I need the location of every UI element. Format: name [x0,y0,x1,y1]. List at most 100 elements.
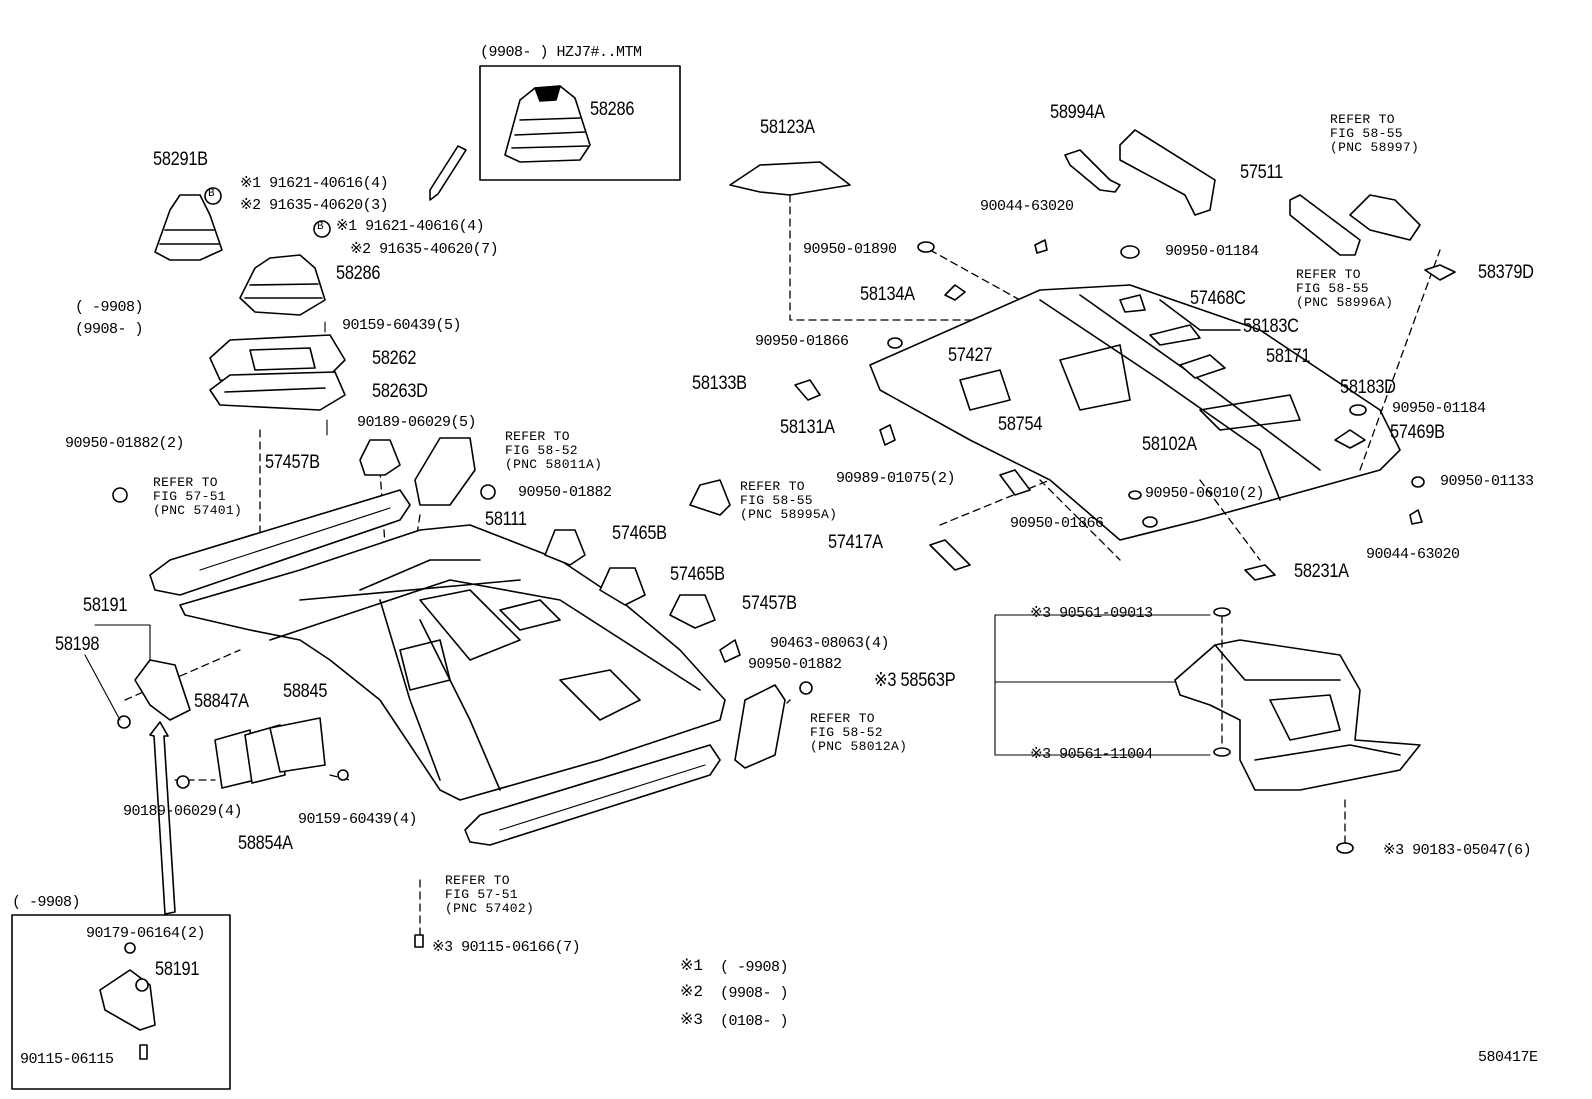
label-90159-top[interactable]: 90159-60439(5) [342,317,462,334]
label-90561-11004[interactable]: ※3 90561-11004 [1030,746,1153,763]
label-58133B[interactable]: 58133B [692,373,747,394]
label-58191-inset[interactable]: 58191 [155,959,200,980]
label-58854A[interactable]: 58854A [238,833,293,854]
label-58231A[interactable]: 58231A [1294,561,1349,582]
label-58102A[interactable]: 58102A [1142,434,1197,455]
label-58263D[interactable]: 58263D [372,381,428,402]
label-90950-01133[interactable]: 90950-01133 [1440,473,1534,490]
label-58286-inset[interactable]: 58286 [590,99,635,120]
shift-boot-58291B [154,187,223,261]
label-90989[interactable]: 90989-01075(2) [836,470,956,487]
label-58134A[interactable]: 58134A [860,284,915,305]
label-58994A[interactable]: 58994A [1050,102,1105,123]
bracket-58134A [944,284,966,301]
label-57468C[interactable]: 57468C [1190,288,1246,309]
label-57465B-a[interactable]: 57465B [612,523,667,544]
label-58845[interactable]: 58845 [283,681,328,702]
label-91621-b[interactable]: ※1 91621-40616(4) [336,218,485,235]
label-58262[interactable]: 58262 [372,348,417,369]
label-90044-b[interactable]: 90044-63020 [1366,546,1460,563]
label-90950-01890[interactable]: 90950-01890 [803,241,897,258]
label-90189-top[interactable]: 90189-06029(5) [357,414,477,431]
note-2-range: (9908- ) [720,985,789,1002]
inset-bottom-caption: ( -9908) [12,894,81,911]
label-57417A[interactable]: 57417A [828,532,883,553]
bracket-57457B-a [359,439,401,476]
inset-bottom-frame [11,914,231,1090]
bracket-57465B-a [544,529,586,566]
plate-58263D [209,371,346,411]
label-90950-01184-b[interactable]: 90950-01184 [1392,400,1486,417]
label-58754[interactable]: 58754 [998,414,1043,435]
label-90189-bot[interactable]: 90189-06029(4) [123,803,243,820]
bracket-57465B-b [599,567,646,606]
label-58123A[interactable]: 58123A [760,117,815,138]
label-91621-a[interactable]: ※1 91621-40616(4) [240,175,389,192]
bracket-58996A [1289,194,1361,256]
label-57427[interactable]: 57427 [948,345,993,366]
label-90463[interactable]: 90463-08063(4) [770,635,890,652]
label-90950-01882-a[interactable]: 90950-01882 [518,484,612,501]
label-58191[interactable]: 58191 [83,595,128,616]
label-90115-06166[interactable]: ※3 90115-06166(7) [432,939,581,956]
label-90950-01882-2[interactable]: 90950-01882(2) [65,435,185,452]
bracket-57457B-b [669,594,716,629]
note-1-range: ( -9908) [720,959,789,976]
label-58171[interactable]: 58171 [1266,346,1311,367]
bracket-58012A [734,684,786,769]
bracket-58997 [1349,194,1421,241]
label-91635-b[interactable]: ※2 91635-40620(7) [350,241,499,258]
label-57469B[interactable]: 57469B [1390,422,1445,443]
bracket-58994A [1064,149,1121,193]
label-57457B-b[interactable]: 57457B [742,593,797,614]
cover-58563P [1174,639,1421,791]
diagram-id: 580417E [1478,1049,1538,1066]
label-58131A[interactable]: 58131A [780,417,835,438]
label-57511[interactable]: 57511 [1240,162,1283,183]
label-90159-bot[interactable]: 90159-60439(4) [298,811,418,828]
label-58111[interactable]: 58111 [485,509,527,530]
label-58563P[interactable]: ※3 58563P [874,670,956,691]
label-57457B-a[interactable]: 57457B [265,452,320,473]
label-91635-a[interactable]: ※2 91635-40620(3) [240,197,389,214]
note-1-mark: ※1 [680,957,704,975]
label-90950-01882-b[interactable]: 90950-01882 [748,656,842,673]
plate-57417A [929,539,971,571]
panel-58191 [134,659,191,721]
left-range-1: ( -9908) [75,299,144,316]
label-58379D[interactable]: 58379D [1478,262,1534,283]
label-58183D[interactable]: 58183D [1340,377,1396,398]
label-90950-01866-b[interactable]: 90950-01866 [1010,515,1104,532]
bracket-58011A [414,437,476,506]
label-58286[interactable]: 58286 [336,263,381,284]
arrow-up [149,721,176,915]
b-mark-2: B [317,221,324,233]
note-2-mark: ※2 [680,983,704,1001]
label-58847A[interactable]: 58847A [194,691,249,712]
inset-top-caption: (9908- ) HZJ7#..MTM [480,44,642,61]
label-58198[interactable]: 58198 [55,634,100,655]
note-3-mark: ※3 [680,1011,704,1029]
label-90183[interactable]: ※3 90183-05047(6) [1383,842,1532,859]
bracket-57468C [1119,294,1146,313]
label-90950-06010[interactable]: 90950-06010(2) [1145,485,1265,502]
label-57465B-b[interactable]: 57465B [670,564,725,585]
bracket-90989 [999,469,1031,496]
bracket-58131A [879,424,896,446]
label-90950-01184-a[interactable]: 90950-01184 [1165,243,1259,260]
rocker-57401 [149,489,411,596]
label-90179[interactable]: 90179-06164(2) [86,925,206,942]
label-90950-01866-a[interactable]: 90950-01866 [755,333,849,350]
label-90044-a[interactable]: 90044-63020 [980,198,1074,215]
label-58291B[interactable]: 58291B [153,149,208,170]
member-57511 [1119,129,1216,216]
label-58183C[interactable]: 58183C [1243,316,1299,337]
label-90561-09013[interactable]: ※3 90561-09013 [1030,605,1153,622]
part-58379D [1424,264,1456,281]
label-90115-06115[interactable]: 90115-06115 [20,1051,114,1068]
